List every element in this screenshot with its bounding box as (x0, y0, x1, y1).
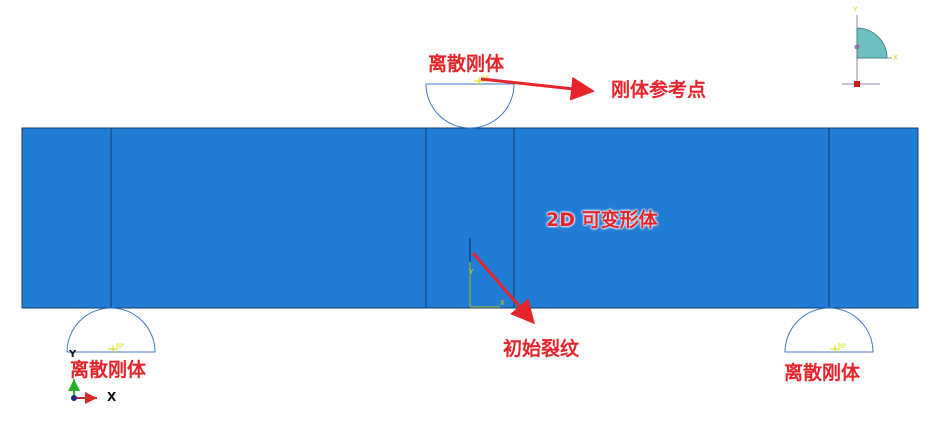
rigid-body-top[interactable]: RP (425, 75, 515, 129)
label-deformable-body: 2D 可变形体 (546, 209, 658, 231)
rp-marker-bottom-right[interactable]: RP (830, 343, 846, 353)
global-triad-y-label: Y (68, 349, 77, 360)
label-rigid-body-top: 离散刚体 (428, 53, 505, 75)
view-triad-x-label: X (893, 54, 898, 62)
label-rigid-body-bottom-left: 离散刚体 (70, 359, 147, 381)
crack-triad-x-label: X (500, 299, 505, 307)
rigid-body-bottom-left[interactable]: RP (66, 307, 156, 353)
rigid-outline-bottom-left[interactable] (66, 307, 156, 353)
rp-label-bottom-right: RP (838, 343, 846, 350)
rigid-outline-top[interactable] (425, 83, 515, 129)
global-triad-x-label: X (107, 390, 117, 404)
crack-local-triad: Y X (468, 262, 505, 308)
crack-triad-y-label: Y (468, 268, 474, 276)
crack-arrow (471, 252, 535, 325)
view-triad[interactable]: Y X (842, 6, 898, 87)
view-triad-y-label: Y (852, 6, 858, 14)
rigid-outline-bottom-right[interactable] (784, 307, 874, 353)
label-rigid-body-bottom-right: 离散刚体 (784, 362, 861, 384)
global-triad: X Y (68, 349, 117, 404)
rp-marker-bottom-left[interactable]: RP (108, 343, 124, 353)
rigid-body-bottom-right[interactable]: RP (784, 307, 874, 353)
label-reference-point: 刚体参考点 (611, 79, 707, 101)
label-initial-crack: 初始裂纹 (503, 338, 580, 360)
rp-label-bottom-left: RP (116, 343, 124, 350)
reference-point-arrow (480, 76, 595, 101)
